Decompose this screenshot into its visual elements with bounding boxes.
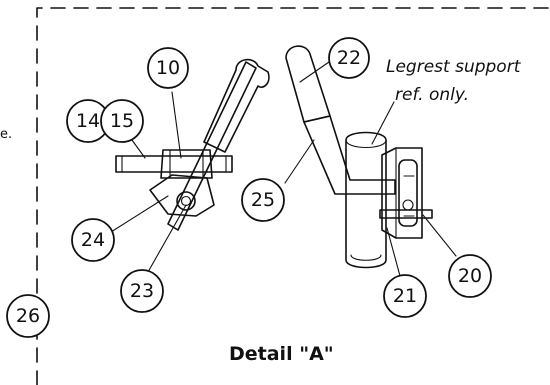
- lever-grip: [203, 58, 270, 153]
- svg-text:21: 21: [393, 285, 417, 307]
- leader-24: [110, 195, 169, 233]
- svg-text:26: 26: [16, 305, 40, 327]
- leader-lines: [110, 61, 457, 277]
- leader-25: [284, 139, 315, 184]
- callout-15: 15: [100, 99, 144, 143]
- leader-22: [299, 61, 330, 83]
- svg-text:22: 22: [337, 47, 361, 69]
- svg-text:10: 10: [156, 57, 180, 79]
- callout-10: 10: [147, 47, 189, 89]
- svg-text:23: 23: [130, 280, 154, 302]
- callout-26: 26: [6, 294, 50, 338]
- callout-21: 21: [383, 274, 427, 318]
- detail-title: Detail "A": [229, 343, 334, 365]
- leader-23: [147, 204, 187, 273]
- svg-text:15: 15: [110, 110, 134, 132]
- callout-14: 14: [66, 99, 110, 143]
- left-assembly: [115, 58, 270, 231]
- callout-22: 22: [328, 37, 370, 79]
- pivot-pin: [176, 191, 196, 211]
- leader-note: [371, 101, 395, 145]
- pivot-bracket: [149, 174, 215, 217]
- svg-text:24: 24: [81, 229, 105, 251]
- leader-15: [131, 139, 146, 159]
- handle-grip: [285, 45, 331, 123]
- detail-boundary: [36, 7, 549, 385]
- callout-23: 23: [120, 269, 164, 313]
- leader-21: [386, 227, 401, 277]
- right-assembly: [285, 45, 433, 269]
- svg-text:25: 25: [251, 189, 275, 211]
- lever-arm: [167, 61, 257, 231]
- horizontal-tube: [115, 155, 233, 173]
- callout-24: 24: [71, 218, 115, 262]
- callout-25: 25: [241, 178, 285, 222]
- svg-text:14: 14: [76, 110, 100, 132]
- clamp-block: [160, 149, 213, 179]
- callout-20: 20: [448, 254, 492, 298]
- handle-arm: [303, 115, 396, 195]
- leader-20: [422, 214, 457, 257]
- bolt: [379, 209, 433, 219]
- legrest-support-cylinder: [345, 131, 387, 269]
- note-line-1: Legrest support: [386, 57, 522, 77]
- note-line-2: ref. only.: [395, 85, 469, 105]
- edge-text-fragment: e.: [0, 127, 12, 142]
- svg-text:20: 20: [458, 265, 482, 287]
- leader-10: [171, 91, 182, 159]
